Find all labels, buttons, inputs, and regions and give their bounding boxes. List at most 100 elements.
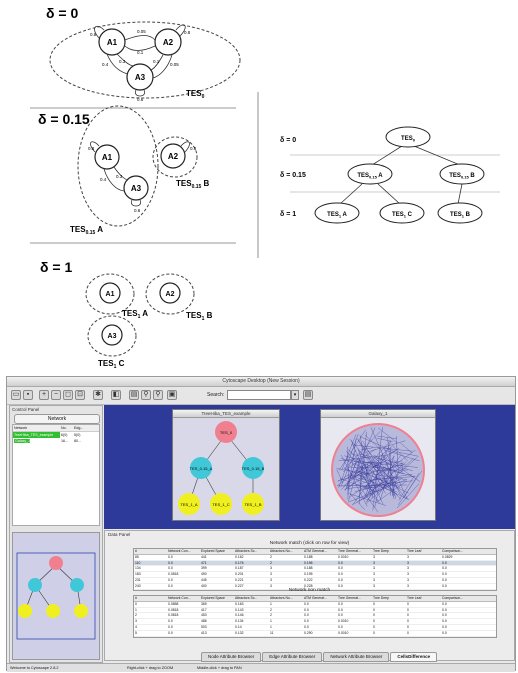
svg-text:TES0: TES0 xyxy=(401,136,416,143)
table-cell: 3 xyxy=(407,560,409,565)
tree-network-view: TES_0 TES_0.15_A TES_0.15_B TES_1_A TES_… xyxy=(178,421,265,515)
column-header[interactable]: Explored Space xyxy=(201,549,225,553)
table-cell: 0.0 xyxy=(168,554,173,559)
node-a3-015: A3 xyxy=(123,175,149,201)
birds-eye-view[interactable] xyxy=(12,532,100,660)
vizmapper-icon[interactable]: ◧ xyxy=(111,390,121,400)
tree-level-1: δ = 0.15 xyxy=(280,172,306,179)
galaxy-edge xyxy=(357,470,401,488)
network-row[interactable]: TreeHiba_TES_example 6(0) 5(0) xyxy=(13,432,81,438)
table-cell: 0.0 xyxy=(338,607,343,612)
table-cell: 0.0 xyxy=(168,560,173,565)
zoom-out-icon[interactable]: − xyxy=(51,390,61,400)
svg-text:0.8: 0.8 xyxy=(184,30,191,35)
column-header[interactable]: Tree Leaf xyxy=(407,596,422,600)
node-a1-label: A1 xyxy=(107,38,118,47)
filter-icon[interactable]: ⚲ xyxy=(141,390,151,400)
table-cell: 0.0818 xyxy=(168,572,179,577)
column-header[interactable]: Network Con... xyxy=(168,549,191,553)
galaxy-edge xyxy=(400,442,413,454)
column-header[interactable]: Explored Space xyxy=(201,596,225,600)
svg-text:A2: A2 xyxy=(168,152,179,161)
tes015a-node xyxy=(190,457,212,479)
node-a1-015: A1 xyxy=(94,144,120,170)
table-cell: 0.0 xyxy=(442,624,447,629)
column-header[interactable]: Comparison... xyxy=(442,596,464,600)
galaxy-edge xyxy=(352,463,375,491)
select-icon[interactable]: ⚲ xyxy=(153,390,163,400)
tab-edge-attributes[interactable]: Edge Attribute Browser xyxy=(262,652,323,662)
tab-cells-difference[interactable]: CellsDifference xyxy=(390,652,438,662)
save-icon[interactable]: ▪ xyxy=(23,390,33,400)
galaxy-edge xyxy=(361,461,389,463)
search-input[interactable] xyxy=(227,390,291,400)
table-cell: 4 xyxy=(135,624,137,629)
match-table-title: Network match (click on row for view) xyxy=(269,541,350,546)
galaxy-network-window[interactable]: Galaxy_1 xyxy=(320,409,436,521)
column-header[interactable]: ATM Generat... xyxy=(304,596,327,600)
column-header[interactable]: # xyxy=(135,596,137,600)
column-header[interactable]: Tree Generat... xyxy=(338,549,361,553)
column-header[interactable]: ATM Generat... xyxy=(304,549,327,553)
status-left: Welcome to Cytoscape 2.8.2 xyxy=(10,666,59,670)
nonmatch-table[interactable]: # Network Con... Explored Space Attractors … xyxy=(133,595,497,638)
new-network-icon[interactable]: ▤ xyxy=(129,390,139,400)
table-cell: 0.0010 xyxy=(338,554,349,559)
tab-network-attributes[interactable]: Network Attribute Browser xyxy=(323,652,390,662)
table-cell: 0.0818 xyxy=(168,607,179,612)
column-header[interactable]: Tree Leaf xyxy=(407,549,422,553)
table-cell: 0 xyxy=(407,613,409,618)
column-header[interactable]: Tree Generat... xyxy=(338,596,361,600)
search-dropdown[interactable]: ▾ xyxy=(291,390,299,400)
layout-icon[interactable]: ✱ xyxy=(93,390,103,400)
column-header[interactable]: # xyxy=(135,549,137,553)
table-cell: 0.0 xyxy=(168,624,173,629)
search-options-icon[interactable]: ▤ xyxy=(303,390,313,400)
tree-network-window[interactable]: TreeHiba_TES_example TES_0 TES_0.15_A TE… xyxy=(172,409,280,521)
zoom-fit-icon[interactable]: ⊡ xyxy=(75,390,85,400)
table-cell: 11 xyxy=(270,630,274,635)
table-cell: 0 xyxy=(373,601,375,606)
table-cell: 0.222 xyxy=(304,577,313,582)
table-cell: 3 xyxy=(373,560,375,565)
column-header[interactable]: Comparison... xyxy=(442,549,464,553)
table-cell: 0 xyxy=(407,630,409,635)
svg-text:TES1 A: TES1 A xyxy=(327,212,347,219)
column-header[interactable]: Network Con... xyxy=(168,596,191,600)
column-header[interactable]: Attractors Sc... xyxy=(235,596,258,600)
tab-node-attributes[interactable]: Node Attribute Browser xyxy=(201,652,262,662)
svg-text:TES_0.15_B: TES_0.15_B xyxy=(242,466,265,471)
zoom-selected-icon[interactable]: ◻ xyxy=(63,390,73,400)
column-header[interactable]: Attractors Sc... xyxy=(235,549,258,553)
tree-level-2: δ = 1 xyxy=(280,211,296,218)
zoom-in-icon[interactable]: + xyxy=(39,390,49,400)
table-cell: 85 xyxy=(135,554,139,559)
birds-eye-tree xyxy=(16,552,96,640)
column-header[interactable]: Tree Deep xyxy=(373,549,389,553)
match-table[interactable]: # Network Con... Explored Space Attractors … xyxy=(133,548,497,591)
column-header[interactable]: Attractors Nu... xyxy=(270,549,293,553)
galaxy-edge xyxy=(360,436,399,454)
network-row[interactable]: Galaxy_1 16... 80... xyxy=(14,439,81,443)
table-cell: 0.290 xyxy=(304,630,313,635)
open-icon[interactable]: ▭ xyxy=(11,390,21,400)
column-header[interactable]: Attractors Nu... xyxy=(270,596,293,600)
table-cell: 3 xyxy=(270,583,272,588)
column-header[interactable]: Tree Deep xyxy=(373,596,389,600)
galaxy-edge xyxy=(337,464,406,481)
view-icon[interactable]: ▣ xyxy=(167,390,177,400)
network-tab[interactable]: Network xyxy=(14,414,100,424)
table-cell: 183 xyxy=(135,572,141,577)
